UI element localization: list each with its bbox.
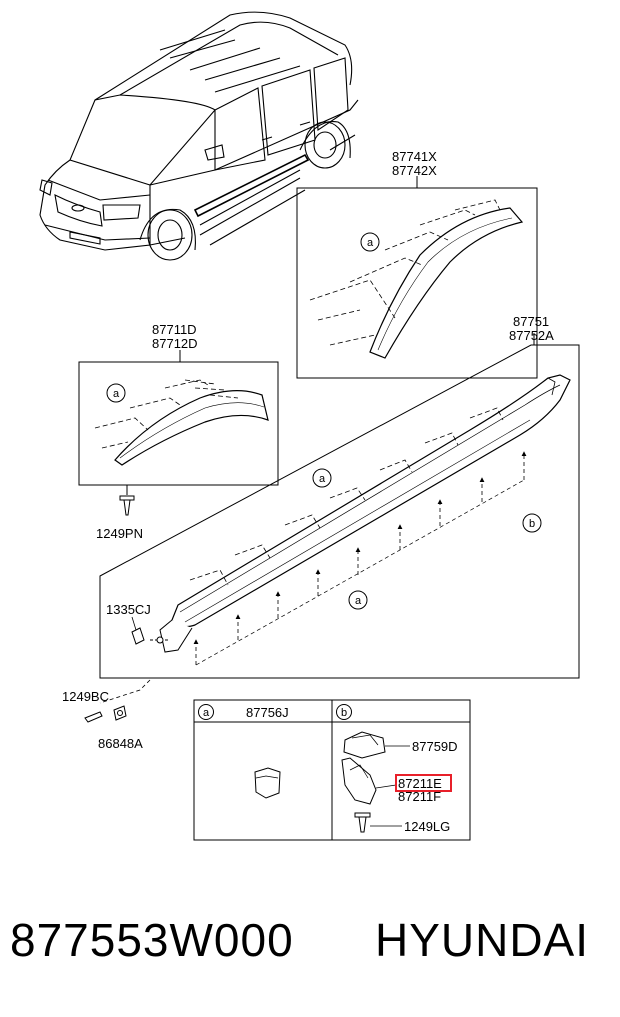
callout-87741x: 87741X — [392, 149, 437, 164]
callout-1335cj: 1335CJ — [106, 602, 151, 617]
callout-87211f: 87211F — [398, 789, 441, 804]
marker-a-front: a — [113, 388, 120, 400]
callout-1249lg: 1249LG — [404, 819, 450, 834]
callout-87742x: 87742X — [392, 163, 437, 178]
brand-caption: HYUNDAI — [375, 914, 590, 966]
vehicle-illustration — [39, 11, 359, 261]
callout-87752a: 87752A — [509, 328, 554, 343]
callout-1249pn: 1249PN — [96, 526, 143, 541]
fastener-group: 1249BC 86848A — [62, 679, 151, 751]
rear-arch-group: a 87741X 87742X — [296, 149, 538, 379]
marker-a-sill-upper: a — [319, 473, 326, 485]
callout-87211e: 87211E — [398, 776, 442, 791]
marker-a-rear: a — [367, 237, 374, 249]
callout-87711d: 87711D — [152, 322, 197, 337]
callout-87712d: 87712D — [152, 336, 198, 351]
marker-a-sill-lower: a — [355, 595, 362, 607]
callout-87751: 87751 — [513, 314, 549, 329]
callout-1249bc: 1249BC — [62, 689, 109, 704]
callout-87756j: 87756J — [246, 705, 289, 720]
table-marker-b: b — [341, 707, 347, 719]
side-sill-group: a a b 87751 87752A 1335CJ — [99, 314, 580, 679]
part-number-caption: 877553W000 — [10, 914, 294, 966]
callout-87759d: 87759D — [412, 739, 458, 754]
callout-86848a: 86848A — [98, 736, 143, 751]
front-arch-group: a 87711D 87712D — [78, 322, 279, 486]
highlight-box — [395, 774, 452, 792]
detail-table: a 87756J b 87759D 87211E 87211F 1249LG — [193, 699, 471, 841]
screw-1249pn: 1249PN — [96, 485, 143, 541]
table-marker-a: a — [203, 707, 210, 719]
marker-b-sill: b — [529, 518, 535, 530]
